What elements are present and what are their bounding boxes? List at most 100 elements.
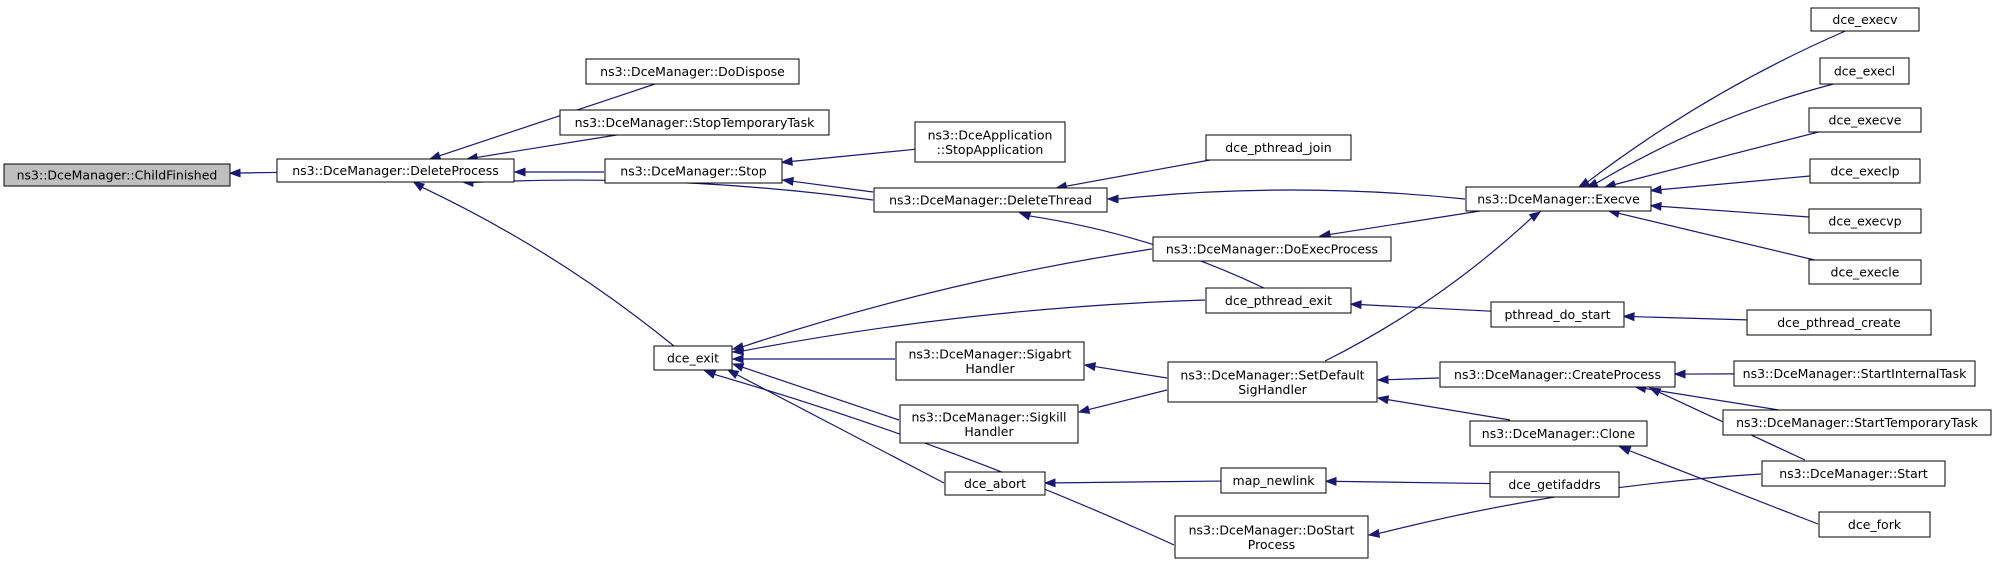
- node-box: [1733, 360, 1976, 387]
- node-pthread_join[interactable]: dce_pthread_join: [1205, 134, 1352, 161]
- arrowhead: [731, 363, 745, 372]
- edge-line: [792, 180, 874, 193]
- node-execve_mgr[interactable]: ns3::DceManager::Execve: [1465, 186, 1652, 212]
- edge-execv-to-execve_mgr: [1577, 30, 1846, 188]
- node-execvp[interactable]: dce_execvp: [1808, 208, 1922, 234]
- node-stoptemporarytask[interactable]: ns3::DceManager::StopTemporaryTask: [559, 109, 830, 136]
- node-box: [1810, 7, 1920, 32]
- node-execlp[interactable]: dce_execlp: [1809, 158, 1921, 184]
- edge-execle-to-execve_mgr: [1607, 209, 1815, 261]
- edge-line: [1329, 210, 1481, 236]
- edge-createprocess-to-setdefaultsig: [1376, 375, 1440, 385]
- edge-line: [1596, 83, 1834, 184]
- edge-line: [1117, 189, 1466, 200]
- node-execve[interactable]: dce_execve: [1808, 107, 1922, 133]
- node-createprocess[interactable]: ns3::DceManager::CreateProcess: [1439, 361, 1676, 388]
- node-box: [914, 121, 1066, 163]
- arrowhead: [1106, 194, 1119, 204]
- node-box: [1152, 236, 1392, 262]
- node-pthread_exit[interactable]: dce_pthread_exit: [1205, 287, 1352, 314]
- edge-line: [476, 134, 617, 159]
- node-label: Handler: [964, 424, 1014, 439]
- arrowhead: [1648, 387, 1662, 397]
- edge-line: [1088, 389, 1168, 411]
- node-box: [1818, 511, 1931, 538]
- node-box: [1174, 515, 1369, 559]
- node-dce_exit[interactable]: dce_exit: [653, 345, 733, 371]
- node-box: [899, 404, 1079, 444]
- node-box: [1761, 460, 1946, 487]
- node-childfinished[interactable]: ns3::DceManager::ChildFinished: [3, 163, 231, 187]
- edge-line: [1660, 205, 1810, 218]
- node-label: dce_execl: [1834, 64, 1895, 79]
- arrowhead: [726, 369, 740, 379]
- node-deletethread[interactable]: ns3::DceManager::DeleteThread: [873, 187, 1108, 213]
- node-label: ns3::DceManager::Sigkill: [912, 409, 1067, 424]
- node-label: map_newlink: [1233, 473, 1316, 488]
- node-startinternaltask[interactable]: ns3::DceManager::StartInternalTask: [1733, 360, 1976, 387]
- node-abort[interactable]: dce_abort: [944, 471, 1046, 496]
- node-box: [1205, 287, 1352, 314]
- edge-setdefaultsig-to-execve_mgr: [1324, 211, 1542, 362]
- node-box: [873, 187, 1108, 213]
- node-getifaddrs[interactable]: dce_getifaddrs: [1489, 471, 1620, 498]
- node-label: ns3::DceManager::DoExecProcess: [1166, 242, 1378, 257]
- arrowhead: [703, 370, 717, 379]
- node-box: [1808, 107, 1922, 133]
- edge-pthread_exit-to-dce_exit: [731, 299, 1206, 356]
- arrowhead: [780, 156, 793, 166]
- node-dodispose[interactable]: ns3::DceManager::DoDispose: [585, 58, 800, 85]
- node-pthread_create[interactable]: dce_pthread_create: [1746, 309, 1932, 336]
- node-label: dce_execle: [1831, 265, 1900, 280]
- node-box: [944, 471, 1046, 496]
- node-execle[interactable]: dce_execle: [1808, 259, 1922, 285]
- node-map_newlink[interactable]: map_newlink: [1220, 467, 1327, 494]
- edge-pthread_create-to-pthread_do_start: [1622, 312, 1748, 322]
- arrowhead: [513, 167, 526, 177]
- edge-line: [1054, 480, 1222, 484]
- node-label: dce_execvp: [1828, 214, 1901, 229]
- arrowhead: [1577, 177, 1591, 188]
- node-stop[interactable]: ns3::DceManager::Stop: [604, 158, 783, 184]
- arrowhead: [428, 151, 442, 160]
- edge-pthread_exit-to-deletethread: [1018, 211, 1265, 289]
- node-box: [1809, 158, 1921, 184]
- node-label: Handler: [965, 361, 1015, 376]
- node-start[interactable]: ns3::DceManager::Start: [1761, 460, 1946, 487]
- node-box: [276, 158, 515, 183]
- node-starttemporarytask[interactable]: ns3::DceManager::StartTemporaryTask: [1722, 409, 1992, 436]
- node-box: [1167, 361, 1378, 403]
- node-label: dce_exit: [667, 351, 719, 366]
- node-label: ns3::DceManager::StartInternalTask: [1743, 366, 1967, 381]
- node-label: ns3::DceManager::DeleteThread: [889, 193, 1092, 208]
- arrowhead: [1083, 362, 1097, 372]
- edge-fork-to-clone: [1618, 446, 1819, 525]
- node-pthread_do_start[interactable]: pthread_do_start: [1490, 301, 1625, 328]
- edge-map_newlink-to-abort: [1043, 478, 1222, 488]
- node-execv[interactable]: dce_execv: [1810, 7, 1920, 32]
- node-label: dce_execve: [1829, 113, 1902, 128]
- edge-startinternaltask-to-createprocess: [1673, 369, 1735, 379]
- arrowhead: [1324, 476, 1337, 486]
- node-clone[interactable]: ns3::DceManager::Clone: [1469, 420, 1648, 447]
- edge-line: [1633, 316, 1748, 321]
- edge-sigabrt-to-dce_exit: [731, 354, 895, 364]
- node-deleteprocess[interactable]: ns3::DceManager::DeleteProcess: [276, 158, 515, 183]
- arrowhead: [1622, 312, 1635, 322]
- edge-execvp-to-execve_mgr: [1649, 201, 1810, 218]
- node-fork[interactable]: dce_fork: [1818, 511, 1931, 538]
- edge-line: [791, 148, 916, 162]
- edge-execlp-to-execve_mgr: [1649, 175, 1811, 195]
- node-execl[interactable]: dce_execl: [1819, 57, 1910, 85]
- node-stopapplication[interactable]: ns3::DceApplication::StopApplication: [914, 121, 1066, 163]
- node-doexecprocess[interactable]: ns3::DceManager::DoExecProcess: [1152, 236, 1392, 262]
- node-label: ns3::DceManager::Stop: [620, 164, 766, 179]
- node-label: ns3::DceApplication: [928, 127, 1053, 142]
- edge-line: [1645, 387, 1780, 411]
- node-label: SigHandler: [1238, 382, 1307, 397]
